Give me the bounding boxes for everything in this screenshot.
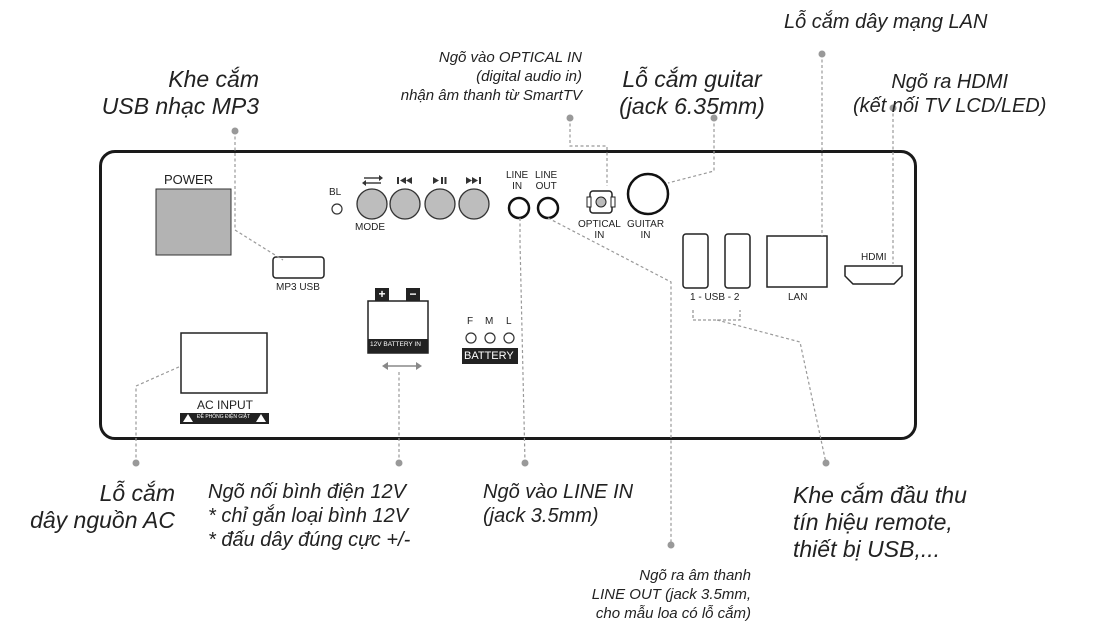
battery-led-f xyxy=(465,332,477,344)
double-arrow-icon xyxy=(382,362,422,370)
ac-warning-text: ĐỀ PHÒNG ĐIỆN GIẬT xyxy=(197,414,251,420)
guitar-jack xyxy=(626,172,670,216)
mode-button xyxy=(356,188,388,220)
battery-terminal-plus xyxy=(375,288,389,301)
hdmi-port xyxy=(844,265,903,285)
battery-level-f: F xyxy=(467,316,474,327)
callout-line-in: Ngõ vào LINE IN(jack 3.5mm) xyxy=(483,481,634,527)
next-button xyxy=(458,188,490,220)
callout-lan: Lỗ cắm dây mạng LAN xyxy=(784,11,988,33)
battery-level-m: M xyxy=(485,316,494,327)
callout-optical: Ngõ vào OPTICAL IN(digital audio in)nhận… xyxy=(400,49,582,104)
lan-label: LAN xyxy=(788,292,808,303)
bl-indicator xyxy=(331,203,343,215)
power-label: POWER xyxy=(164,172,214,187)
lan-port xyxy=(766,235,828,288)
ac-input-socket xyxy=(180,332,268,394)
battery-plus-sign: + xyxy=(378,287,386,301)
usb-port-2 xyxy=(724,233,751,289)
callout-battery: Ngõ nối bình điện 12V* chỉ gắn loại bình… xyxy=(208,481,411,551)
line-in-jack xyxy=(507,196,531,220)
next-icon xyxy=(466,177,481,184)
play-pause-icon xyxy=(433,177,447,184)
shuffle-icon xyxy=(362,175,383,186)
usb-label: 1 - USB - 2 xyxy=(690,292,740,303)
mode-label: MODE xyxy=(355,222,385,233)
line-out-jack xyxy=(536,196,560,220)
battery-in-label: 12V BATTERY IN xyxy=(370,341,421,348)
battery-led-l xyxy=(503,332,515,344)
device-back-panel xyxy=(99,150,917,440)
prev-icon xyxy=(397,177,412,184)
ac-input-label: AC INPUT xyxy=(197,398,254,412)
bl-label: BL xyxy=(329,187,342,198)
battery-minus-sign: − xyxy=(409,287,417,301)
mp3-usb-slot xyxy=(272,256,325,279)
play-pause-button xyxy=(424,188,456,220)
power-switch xyxy=(155,188,232,256)
battery-level-l: L xyxy=(506,316,512,327)
ac-warning-strip xyxy=(180,413,269,424)
mp3usb-label: MP3 USB xyxy=(276,282,320,293)
callout-hdmi: Ngõ ra HDMI(kết nối TV LCD/LED) xyxy=(853,71,1047,117)
battery-terminal-minus xyxy=(406,288,420,301)
leader-dots xyxy=(132,50,897,549)
battery-led-m xyxy=(484,332,496,344)
callout-guitar: Lỗ cắm guitar(jack 6.35mm) xyxy=(619,66,765,119)
leader-lines xyxy=(135,54,894,545)
battery-label: BATTERY xyxy=(464,350,514,362)
battery-badge xyxy=(462,348,518,364)
prev-button xyxy=(389,188,421,220)
hdmi-label: HDMI xyxy=(861,252,887,263)
usb-port-1 xyxy=(682,233,709,289)
